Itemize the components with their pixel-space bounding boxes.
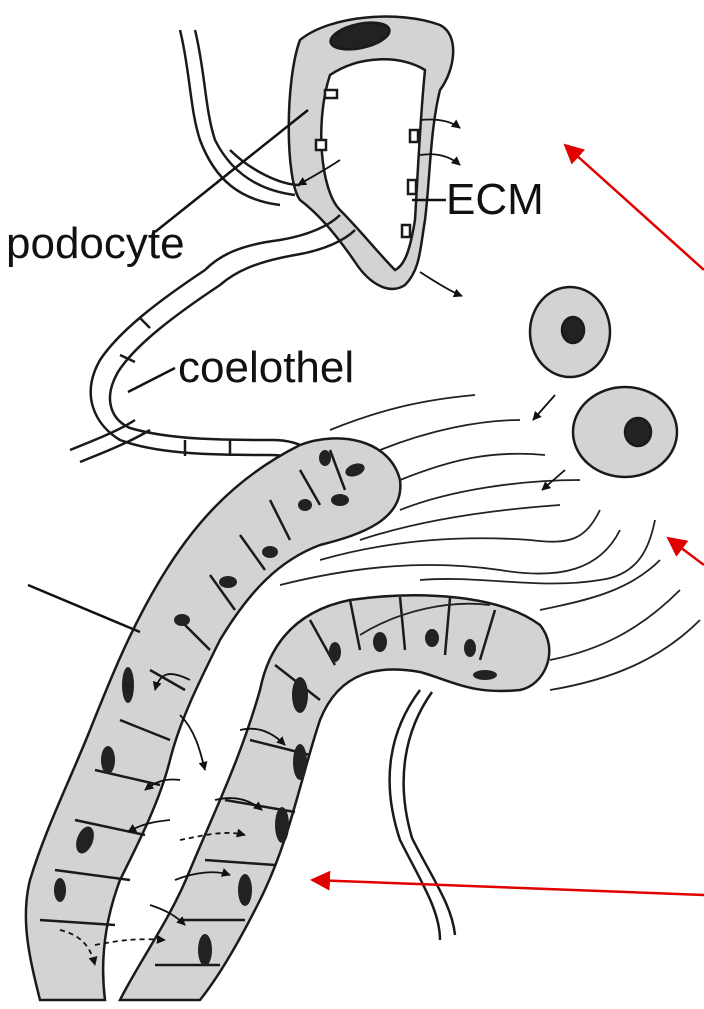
red-arrow-top xyxy=(565,145,704,270)
podocyte-label: podocyte xyxy=(6,222,185,266)
podocyte-cell xyxy=(180,17,453,289)
ecm-label: ECM xyxy=(446,178,544,222)
red-arrow-bottom xyxy=(312,880,704,895)
red-arrow-middle xyxy=(668,538,704,565)
coelothel-label: coelothel xyxy=(178,346,354,390)
tube-tail xyxy=(390,690,455,940)
free-cells xyxy=(530,287,677,477)
